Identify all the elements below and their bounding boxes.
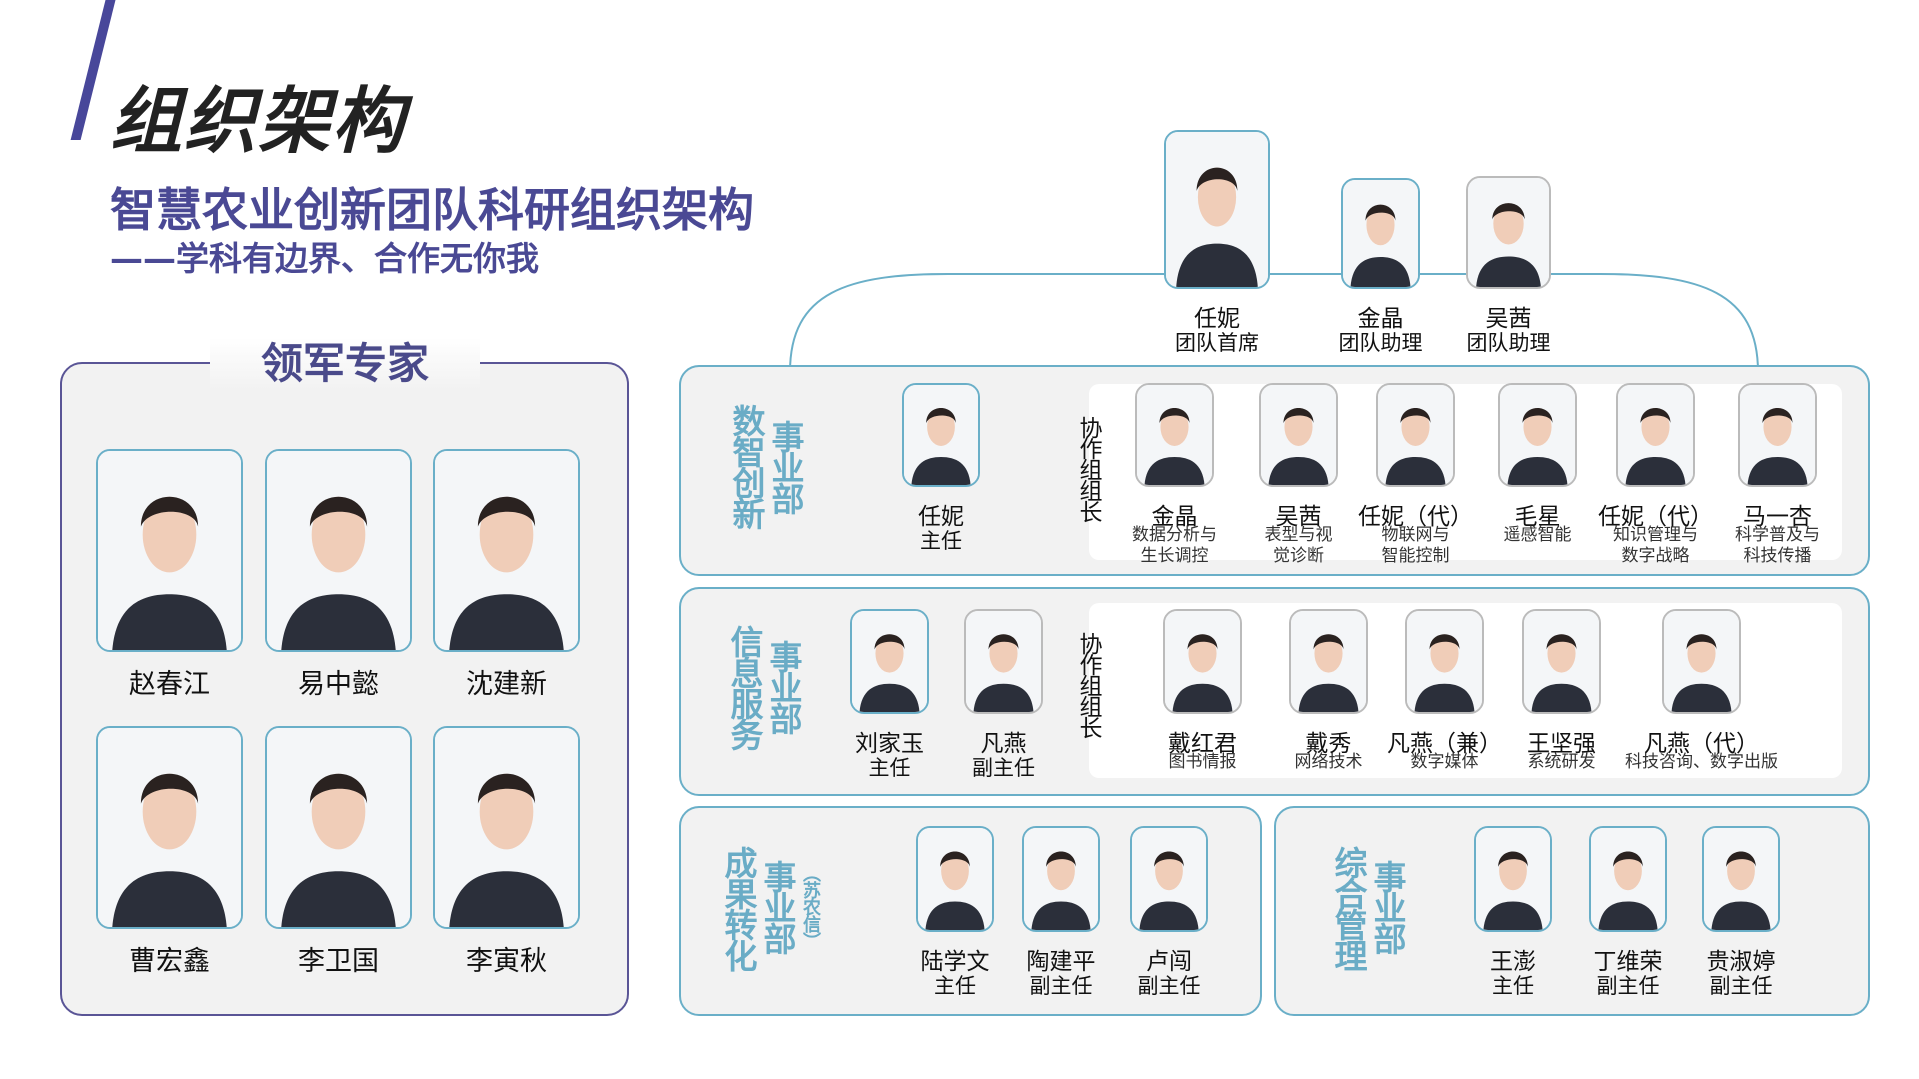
person-role: 副主任 bbox=[1596, 974, 1660, 998]
person-desc: 图书情报 bbox=[1168, 752, 1237, 772]
person-desc: 表型与视 觉诊断 bbox=[1264, 525, 1333, 566]
person-desc: 科技咨询、数字出版 bbox=[1625, 752, 1778, 772]
dept-label: 成果转化 bbox=[719, 846, 758, 970]
page-slogan: ——学科有边界、合作无你我 bbox=[110, 239, 539, 278]
dept-note: （苏农信） bbox=[800, 864, 821, 949]
person-name: 任妮 bbox=[1194, 306, 1240, 332]
collab-label: 协作组组长 bbox=[1075, 416, 1101, 521]
person-name: 贵淑婷 bbox=[1706, 949, 1776, 975]
person-name: 金晶 bbox=[1357, 306, 1404, 332]
person-photo bbox=[1289, 609, 1368, 714]
person-role: 副主任 bbox=[1137, 974, 1201, 998]
person-photo bbox=[1135, 383, 1214, 487]
person-role: 副主任 bbox=[1029, 974, 1093, 998]
person-desc: 网络技术 bbox=[1294, 752, 1363, 772]
person-name: 毛星 bbox=[1514, 504, 1561, 530]
person-photo bbox=[433, 726, 580, 929]
person-role: 副主任 bbox=[1709, 974, 1773, 998]
person-role: 团队助理 bbox=[1338, 331, 1423, 355]
person-name: 金晶 bbox=[1151, 504, 1198, 530]
person-photo bbox=[96, 726, 243, 929]
person-desc: 数字媒体 bbox=[1410, 752, 1479, 772]
person-desc: 科学普及与 科技传播 bbox=[1735, 525, 1820, 566]
person-photo bbox=[1616, 383, 1695, 487]
person-photo bbox=[1474, 826, 1552, 932]
person-name: 吴茜 bbox=[1275, 504, 1322, 530]
person-name: 吴茜 bbox=[1485, 306, 1532, 332]
person-name: 卢闯 bbox=[1146, 949, 1192, 975]
dept-suffix: 事业部 bbox=[1368, 860, 1407, 953]
person-photo bbox=[850, 609, 929, 714]
person-name: 陶建平 bbox=[1026, 949, 1096, 975]
person-name: 马一杏 bbox=[1743, 504, 1812, 530]
person-photo bbox=[1164, 130, 1270, 289]
person-photo bbox=[1341, 178, 1420, 289]
person-photo bbox=[1405, 609, 1484, 714]
person-photo bbox=[902, 383, 980, 487]
person-role: 主任 bbox=[934, 974, 976, 998]
person-name: 沈建新 bbox=[466, 669, 547, 700]
person-photo bbox=[1522, 609, 1601, 714]
person-photo bbox=[1259, 383, 1338, 487]
person-photo bbox=[1498, 383, 1577, 487]
person-photo bbox=[1662, 609, 1741, 714]
person-name: 王坚强 bbox=[1527, 731, 1596, 757]
person-photo bbox=[433, 449, 580, 652]
page-title: 组织架构 bbox=[110, 79, 407, 163]
leadership-connector bbox=[789, 273, 1759, 372]
dept-suffix: 事业部 bbox=[764, 640, 803, 733]
person-name: 任妮（代） bbox=[1598, 504, 1713, 530]
experts-title: 领军专家 bbox=[210, 338, 480, 390]
person-name: 戴秀 bbox=[1305, 731, 1352, 757]
collab-label: 协作组组长 bbox=[1075, 632, 1101, 737]
dept-label: 数智创新 bbox=[727, 404, 766, 528]
person-desc: 遥感智能 bbox=[1503, 525, 1572, 545]
dept-label: 信息服务 bbox=[725, 625, 764, 749]
person-role: 主任 bbox=[1492, 974, 1534, 998]
person-name: 任妮 bbox=[918, 504, 964, 530]
person-name: 易中懿 bbox=[298, 669, 379, 700]
person-name: 李卫国 bbox=[298, 946, 379, 977]
person-role: 主任 bbox=[920, 529, 962, 553]
person-name: 赵春江 bbox=[129, 669, 210, 700]
person-role: 团队助理 bbox=[1466, 331, 1551, 355]
person-name: 王澎 bbox=[1490, 949, 1536, 975]
person-photo bbox=[1130, 826, 1208, 932]
person-name: 丁维荣 bbox=[1593, 949, 1663, 975]
person-name: 刘家玉 bbox=[855, 731, 924, 757]
person-photo bbox=[916, 826, 994, 932]
person-name: 曹宏鑫 bbox=[129, 946, 210, 977]
person-name: 凡燕（兼） bbox=[1387, 731, 1502, 757]
person-photo bbox=[1376, 383, 1455, 487]
person-photo bbox=[1702, 826, 1780, 932]
person-photo bbox=[265, 726, 412, 929]
person-photo bbox=[96, 449, 243, 652]
dept-suffix: 事业部 bbox=[758, 860, 797, 953]
person-photo bbox=[265, 449, 412, 652]
page-subtitle: 智慧农业创新团队科研组织架构 bbox=[110, 183, 754, 237]
person-role: 团队首席 bbox=[1175, 331, 1259, 355]
person-photo bbox=[1022, 826, 1100, 932]
person-name: 李寅秋 bbox=[466, 946, 547, 977]
person-name: 陆学文 bbox=[920, 949, 990, 975]
person-name: 戴红君 bbox=[1168, 731, 1237, 757]
person-photo bbox=[1466, 176, 1551, 289]
person-desc: 物联网与 智能控制 bbox=[1381, 525, 1450, 566]
person-desc: 系统研发 bbox=[1527, 752, 1596, 772]
person-photo bbox=[964, 609, 1043, 714]
collab-box bbox=[1089, 384, 1842, 560]
person-name: 凡燕 bbox=[980, 731, 1027, 757]
person-desc: 知识管理与 数字战略 bbox=[1613, 525, 1698, 566]
person-photo bbox=[1163, 609, 1242, 714]
dept-label: 综合管理 bbox=[1329, 846, 1368, 970]
person-photo bbox=[1589, 826, 1667, 932]
person-name: 凡燕（代） bbox=[1644, 731, 1759, 757]
person-role: 主任 bbox=[868, 756, 911, 780]
person-role: 副主任 bbox=[972, 756, 1035, 780]
person-desc: 数据分析与 生长调控 bbox=[1132, 525, 1217, 566]
person-photo bbox=[1738, 383, 1817, 487]
person-name: 任妮（代） bbox=[1358, 504, 1473, 530]
dept-suffix: 事业部 bbox=[766, 420, 805, 513]
